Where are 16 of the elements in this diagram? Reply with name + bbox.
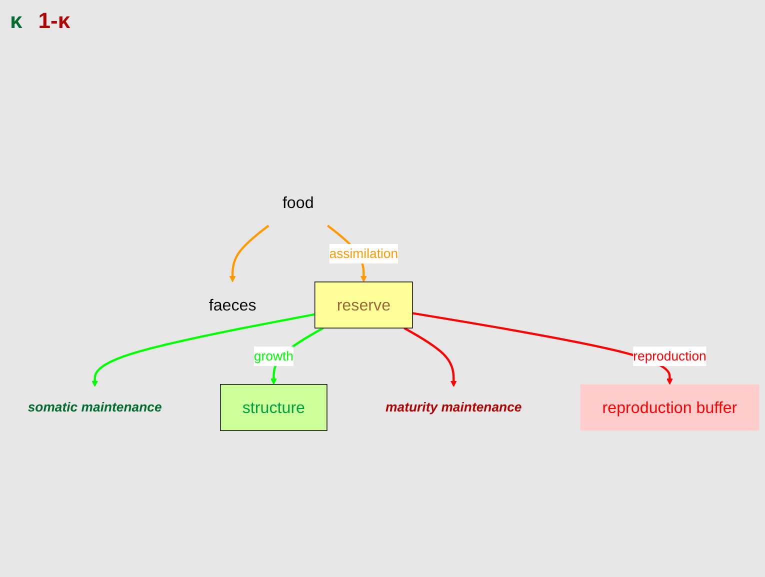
arrow [404,327,457,387]
edge-label: reproduction [633,348,706,364]
node-box: structure [220,384,328,431]
node-box: reserve [314,282,413,328]
arrow [229,224,270,282]
node-box: reproduction buffer [580,384,760,431]
kappa-label: κ [10,8,22,34]
node-text: maturity maintenance [386,400,522,414]
arrow [412,312,673,385]
arrow [92,313,316,387]
edge-label: assimilation [329,246,398,261]
kappa-label: 1-κ [38,8,70,34]
node-text: somatic maintenance [28,400,162,414]
node-text: faeces [208,296,256,314]
edge-label: growth [254,348,294,364]
node-text: food [282,193,314,212]
